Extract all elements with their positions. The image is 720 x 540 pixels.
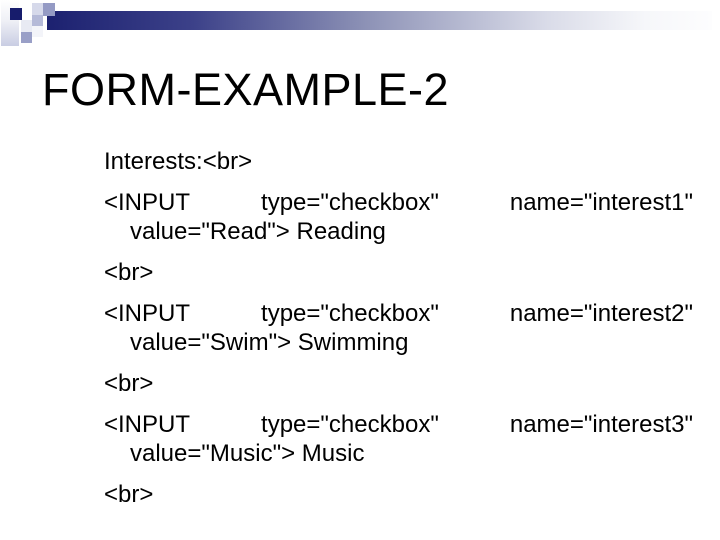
- slide-title: FORM-EXAMPLE-2: [42, 64, 450, 115]
- deco-square-navy: [10, 8, 22, 20]
- code-token-input-tag: <INPUT: [104, 411, 191, 438]
- code-token-input-tag: <INPUT: [104, 189, 191, 216]
- deco-square-light: [32, 3, 43, 15]
- code-block: Interests:<br> <INPUT type="checkbox" na…: [104, 147, 693, 509]
- deco-gradient-strip: [1, 0, 19, 46]
- code-line-interests: Interests:<br>: [104, 148, 253, 175]
- code-token-name-attr: name="interest1": [509, 189, 693, 216]
- deco-square-pale: [21, 20, 32, 32]
- deco-square-slate: [43, 3, 55, 16]
- code-line-input-3: <INPUT type="checkbox" name="interest3": [104, 410, 693, 439]
- code-token-type-attr: type="checkbox": [261, 411, 439, 438]
- code-line-value-swimming: value="Swim"> Swimming: [130, 329, 409, 356]
- code-line-br-2: <br>: [104, 370, 154, 397]
- code-token-type-attr: type="checkbox": [261, 300, 439, 327]
- code-token-type-attr: type="checkbox": [261, 189, 439, 216]
- code-line-value-reading: value="Read"> Reading: [130, 218, 386, 245]
- code-token-name-attr: name="interest2": [509, 300, 693, 327]
- code-line-br-1: <br>: [104, 259, 154, 286]
- header-bar: [47, 11, 712, 30]
- deco-square-lavender: [32, 15, 43, 26]
- deco-square-white: [32, 26, 43, 37]
- code-token-name-attr: name="interest3": [509, 411, 693, 438]
- code-line-input-2: <INPUT type="checkbox" name="interest2": [104, 299, 693, 328]
- code-line-br-3: <br>: [104, 481, 154, 508]
- code-line-value-music: value="Music"> Music: [130, 440, 365, 467]
- deco-square-slate-low: [21, 32, 32, 43]
- code-line-input-1: <INPUT type="checkbox" name="interest1": [104, 188, 693, 217]
- code-token-input-tag: <INPUT: [104, 300, 191, 327]
